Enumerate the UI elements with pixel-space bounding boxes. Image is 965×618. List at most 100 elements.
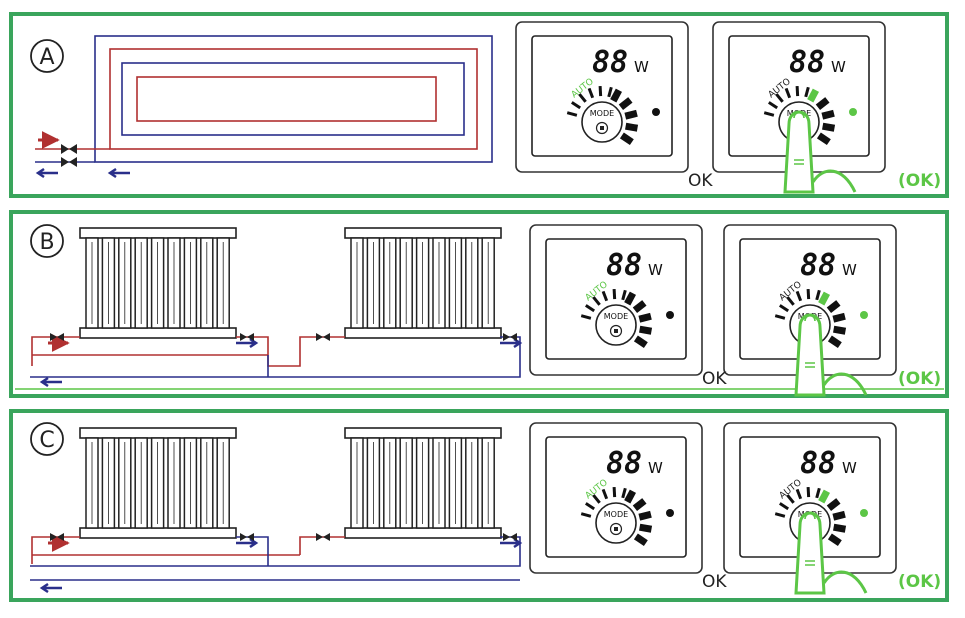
power-level-segment [827,533,842,547]
power-level-segment [632,498,647,511]
lcd-digits: 88 [800,248,836,283]
underfloor-loop [94,35,493,163]
power-level-segment [795,488,803,500]
ok-caption: OK [688,171,713,191]
power-level-segment [566,111,578,117]
power-level-segment [774,512,786,518]
power-level-segment [633,533,648,547]
power-level-segment [815,289,821,301]
power-level-segment [621,289,627,301]
panel-letter: B [39,230,54,255]
power-level-segment [619,132,634,146]
power-level-segment [624,109,638,120]
status-dot [666,311,674,319]
power-level-segment [618,97,633,110]
power-level-segment [578,93,587,103]
hand-outline-icon [822,372,868,396]
power-level-segment [584,502,596,511]
valve-icon [50,533,64,541]
power-level-segment [774,314,786,320]
valve-icon [503,333,517,341]
panel-c: C [9,409,949,602]
power-level-segment [624,291,636,306]
lcd-digits: 88 [800,446,836,481]
return-arrow-icon [236,337,259,349]
power-level-segment [607,86,613,98]
radiator-bottom-rail [344,527,502,539]
panel-letter: A [39,45,54,70]
power-level-segment [624,489,636,504]
radiator-top-rail [344,227,502,239]
mode-label: MODE [604,510,628,519]
return-arrow-icon [35,167,58,179]
panel-frame [9,12,949,198]
mode-pictogram-icon [609,522,623,536]
power-level-segment [778,502,790,511]
fingernail-icon [804,512,816,520]
power-level-segment [815,97,830,110]
ok-highlight-caption: (OK) [898,572,941,592]
power-level-segment [826,300,841,313]
valve-icon [240,533,254,541]
panel-frame [9,409,949,602]
panel-b: B [9,210,949,398]
power-level-segment [818,291,830,306]
power-unit: W [831,58,846,76]
power-level-segment [598,85,603,97]
mode-pictogram-icon-core [614,527,618,531]
power-level-segment [832,510,846,521]
power-level-segment [584,304,596,313]
valve-icon [240,333,254,341]
power-level-segment [833,325,847,335]
status-dot [849,108,857,116]
radiator-top-rail [344,427,502,439]
power-level-segment [815,487,821,499]
power-unit: W [842,261,857,279]
power-level-segment [807,88,819,103]
mode-pictogram-icon-core [600,126,604,130]
panel-label-b: B [30,224,64,258]
power-level-segment [806,486,811,498]
radiator-bottom-rail [79,327,237,339]
pipe-markers [39,533,523,594]
radiator-bottom-rail [344,327,502,339]
mode-pictogram-icon [595,121,609,135]
ok-highlight-caption: (OK) [898,171,941,191]
power-level-segment [818,489,830,504]
finger-icon [794,313,826,397]
return-arrow-icon [107,167,130,179]
power-level-segment [592,494,601,504]
power-level-segment [763,111,775,117]
power-level-segment [601,290,609,302]
panel-label-c: C [30,422,64,456]
power-level-segment [821,109,835,120]
return-arrow-icon [236,537,259,549]
mode-label: MODE [604,312,628,321]
power-level-segment [625,122,639,132]
power-level-segment [612,486,617,498]
power-level-segment [570,101,582,110]
status-dot [652,108,660,116]
power-level-segment [816,132,831,146]
lcd-digits: 88 [606,446,642,481]
ok-caption: OK [702,572,727,592]
power-level-segment [580,314,592,320]
fingernail-icon [804,314,816,322]
return-arrow-icon [39,582,62,594]
power-level-segment [775,93,784,103]
lcd-digits: 88 [592,45,628,80]
hand-outline-icon [822,570,868,594]
radiator [344,427,502,539]
power-level-segment [638,510,652,521]
valve-icon [316,333,330,341]
power-level-segment [587,87,595,99]
power-level-segment [833,523,847,533]
power-unit: W [648,459,663,477]
valve-icon [61,157,77,167]
mode-pictogram-icon-core [614,329,618,333]
